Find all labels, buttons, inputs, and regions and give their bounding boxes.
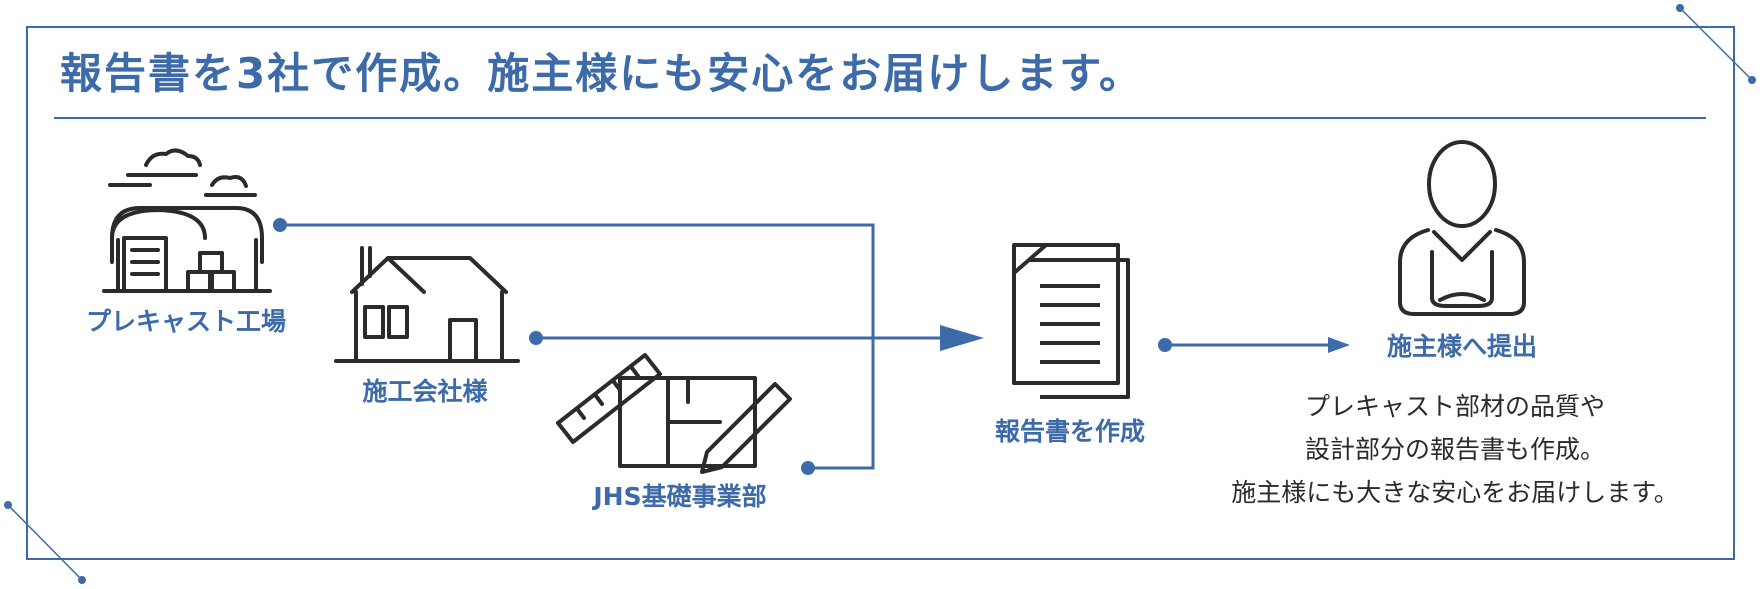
source-label-contractor: 施工会社様 [362, 377, 488, 406]
frame-corner-dots [4, 4, 1756, 584]
person-icon [1398, 140, 1526, 316]
description-line: 施主様にも大きな安心をお届けします。 [1231, 478, 1679, 507]
source-label-jhs: JHS基礎事業部 [591, 482, 766, 511]
owner-label: 施主様へ提出 [1387, 332, 1537, 361]
connector-lines [280, 223, 1330, 470]
arrow-to-owner [1328, 337, 1350, 353]
factory-icon [102, 148, 272, 293]
description-line: 設計部分の報告書も作成。 [1304, 435, 1605, 464]
source-label-factory: プレキャスト工場 [86, 307, 286, 336]
arrow-to-report [940, 325, 984, 351]
frame [7, 7, 1753, 581]
description-line: プレキャスト部材の品質や [1304, 392, 1605, 421]
blueprint-ruler-icon [556, 353, 792, 474]
owner-description: プレキャスト部材の品質や 設計部分の報告書も作成。 施主様にも大きな安心をお届け… [1195, 385, 1715, 514]
connector-dots [273, 218, 1172, 475]
page-title: 報告書を3社で作成。施主様にも安心をお届けします。 [60, 49, 1144, 98]
report-label: 報告書を作成 [995, 417, 1145, 446]
house-icon [334, 246, 520, 363]
document-icon [1012, 243, 1130, 399]
